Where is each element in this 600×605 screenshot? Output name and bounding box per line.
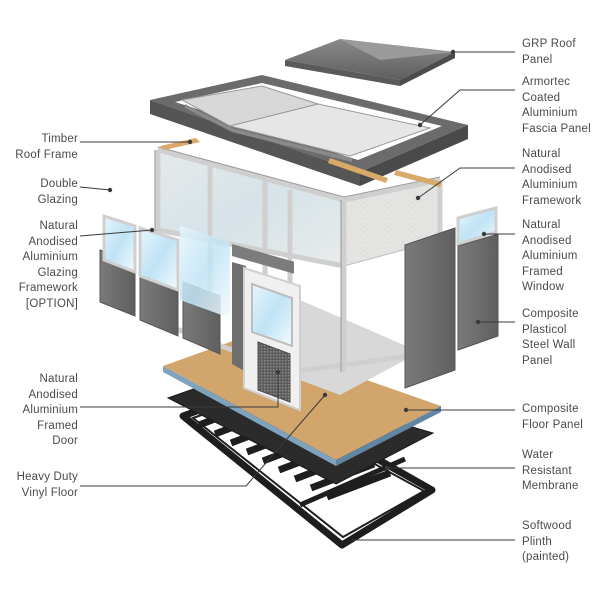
label-timber-roof-frame: Timber Roof Frame [15,133,78,161]
label-steel-wall-panel: Composite Plasticol Steel Wall Panel [522,308,579,367]
fascia-roof-ring [150,75,468,186]
leader-dots [107,49,487,471]
label-plinth: Softwood Plinth (painted) [522,520,572,564]
label-framed-door: Natural Anodised Aluminium Framed Door [22,373,78,448]
label-membrane: Water Resistant Membrane [522,449,579,493]
label-framed-window: Natural Anodised Aluminium Framed Window [522,219,578,294]
framed-door [232,243,301,412]
label-glazing-framework: Natural Anodised Aluminium Glazing Frame… [18,220,78,310]
steel-wall-panels-right [404,227,499,389]
label-armortec-fascia: Armortec Coated Aluminium Fascia Panel [522,76,591,135]
grp-roof-panel [285,39,455,86]
label-floor-panel: Composite Floor Panel [522,403,584,431]
steel-wall-panels-left [99,249,246,372]
label-grp-roof-panel: GRP Roof Panel [522,38,576,66]
composite-floor-panel [163,337,441,466]
leader-lines [79,51,515,541]
label-vinyl-floor: Heavy Duty Vinyl Floor [16,471,78,499]
label-aluminium-framework: Natural Anodised Aluminium Framework [522,148,582,207]
label-double-glazing: Double Glazing [37,178,78,206]
double-glazing-panels [102,206,498,318]
